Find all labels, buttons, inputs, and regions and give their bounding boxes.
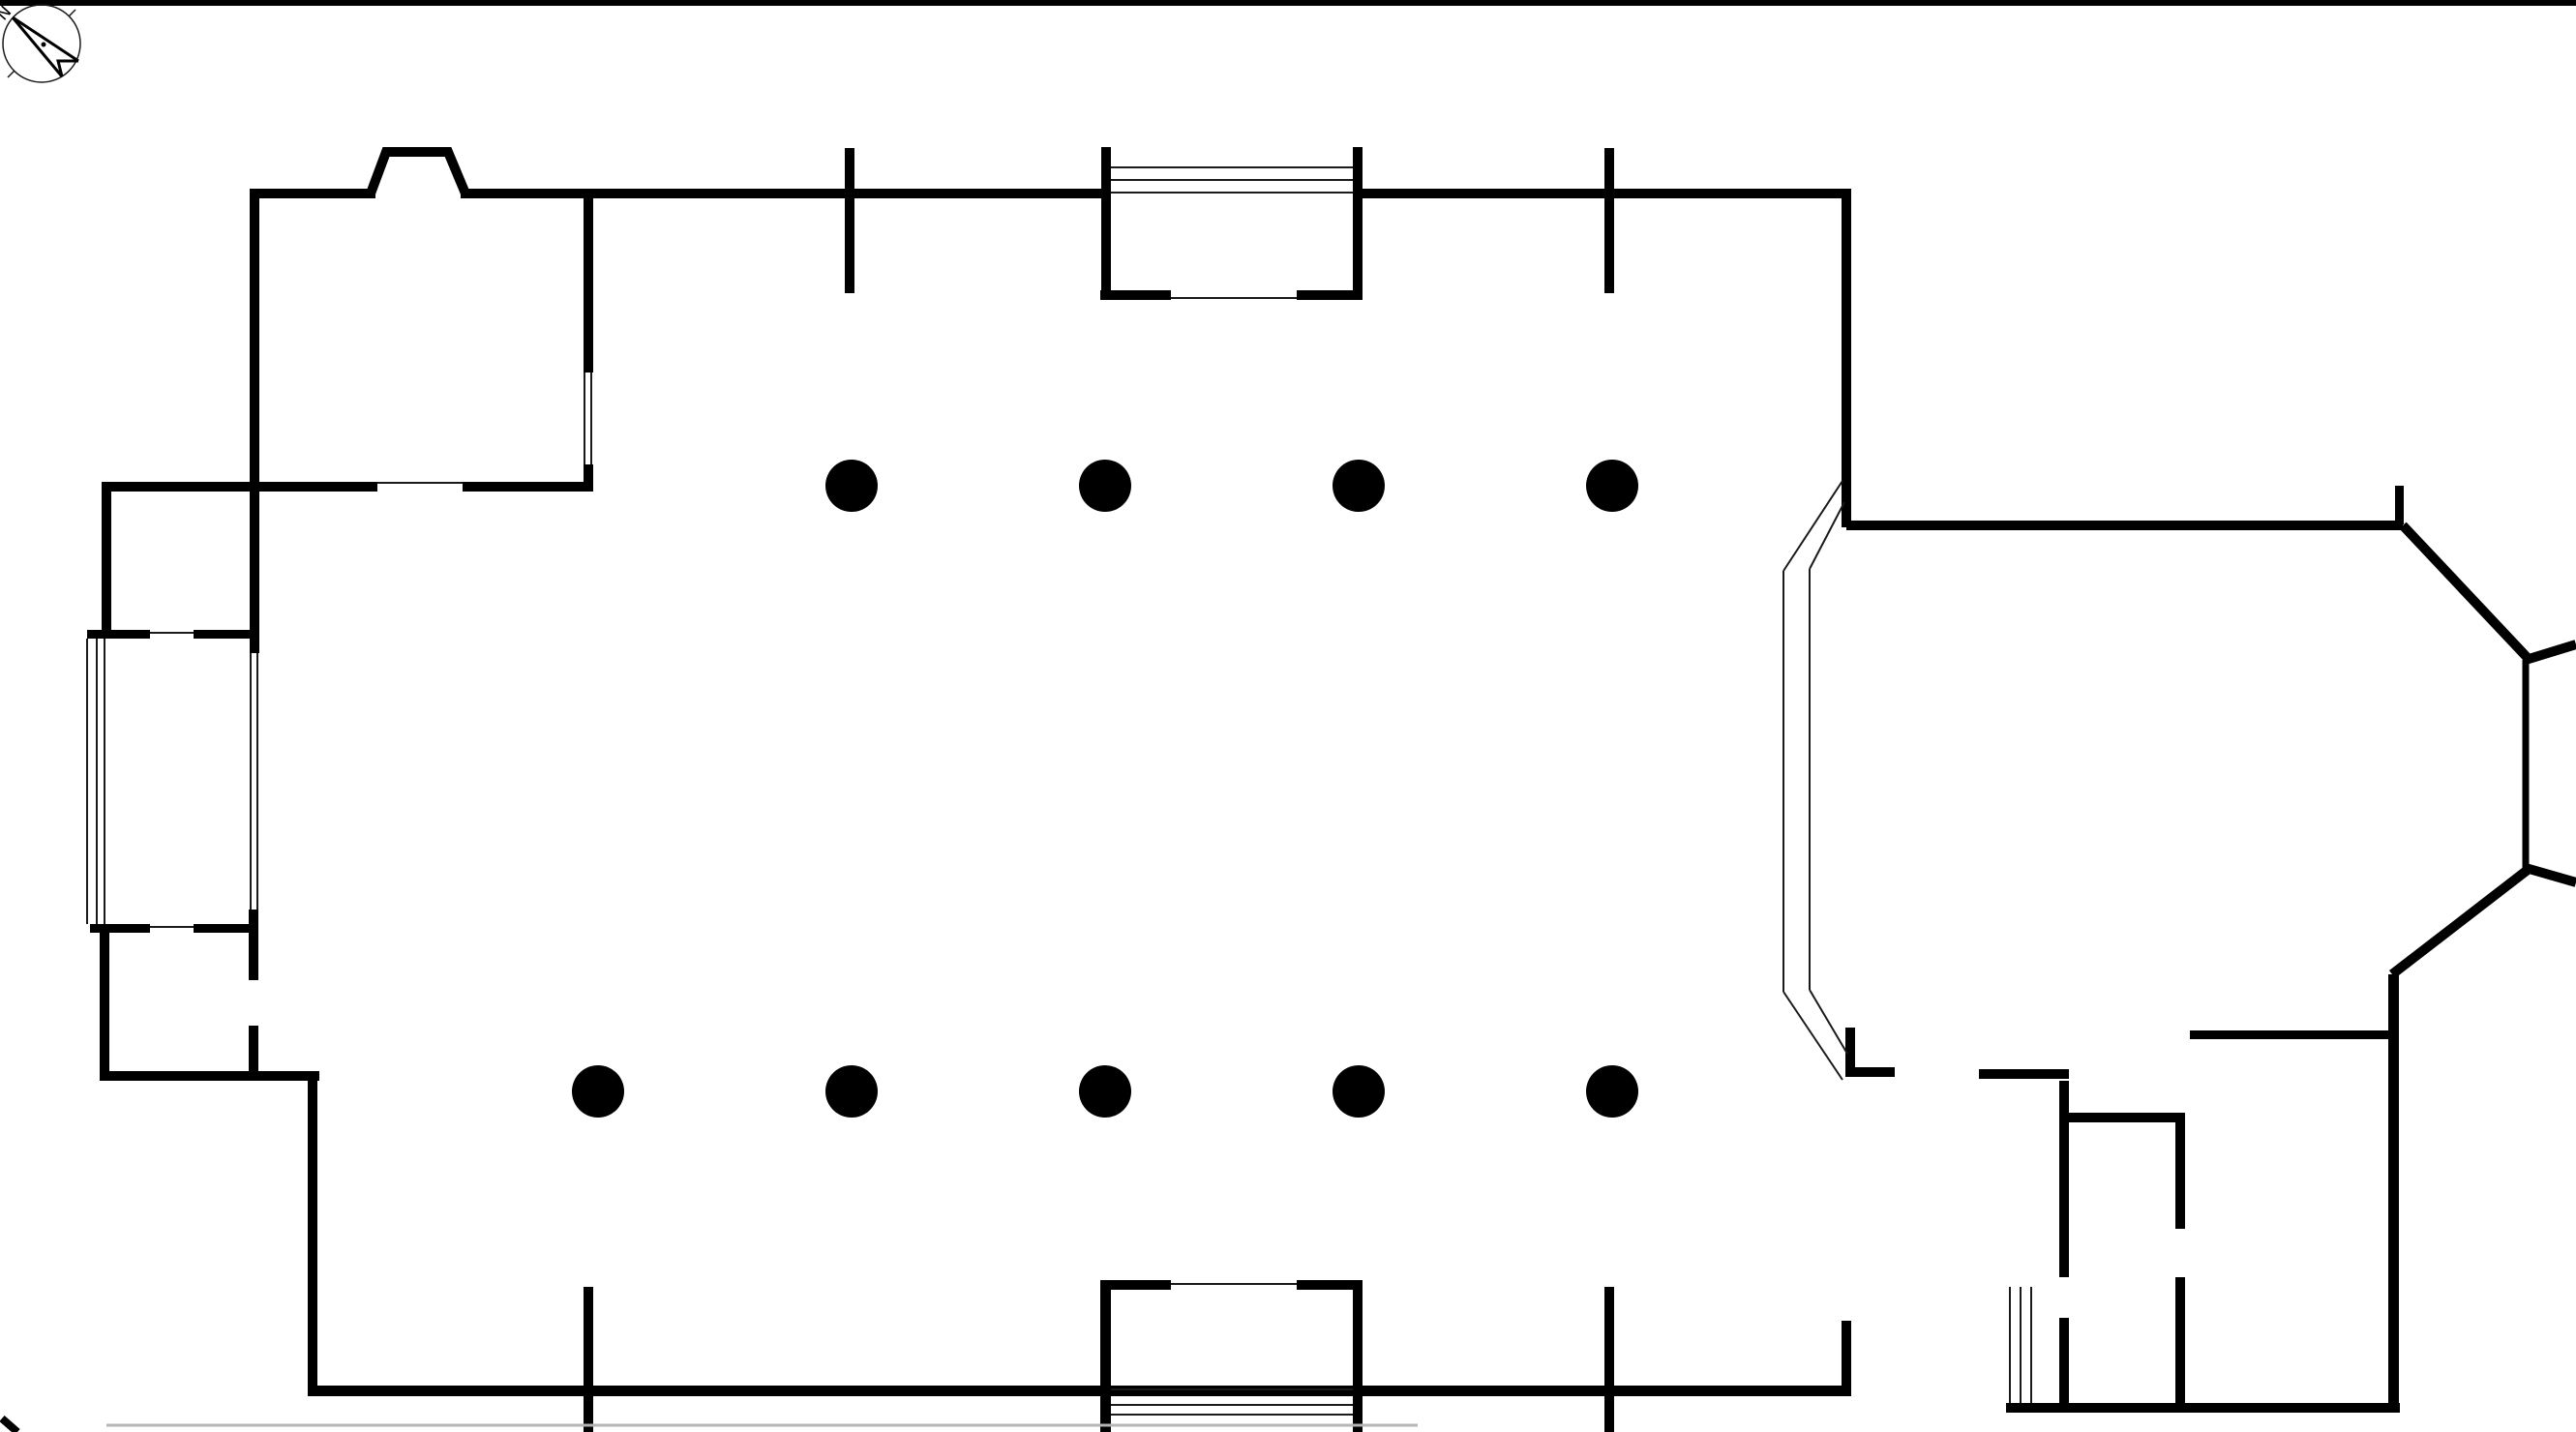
wall-segment bbox=[2190, 1030, 2388, 1039]
wall-segment bbox=[102, 484, 111, 639]
compass-needle-tip bbox=[56, 59, 78, 77]
wall-segment bbox=[87, 630, 150, 639]
wall-segment bbox=[308, 1071, 317, 1396]
wall-segment bbox=[1846, 1067, 1895, 1077]
column-dot bbox=[1079, 460, 1131, 512]
column-dot bbox=[1586, 460, 1638, 512]
column-dot bbox=[1586, 1065, 1638, 1118]
wall-segment bbox=[1604, 148, 1614, 293]
wall-segment bbox=[463, 482, 593, 492]
detail-line bbox=[1809, 501, 1845, 570]
wall-segment bbox=[90, 924, 150, 933]
wall-segment bbox=[194, 630, 255, 639]
column-dot bbox=[1333, 460, 1385, 512]
wall-segment bbox=[1297, 1280, 1363, 1290]
wall-segment bbox=[845, 148, 854, 293]
wall-segment bbox=[100, 1071, 319, 1081]
compass-needle-icon bbox=[11, 16, 64, 77]
wall-segment bbox=[1100, 1282, 1111, 1432]
wall-segment bbox=[1353, 147, 1363, 300]
detail-line bbox=[1782, 480, 1843, 572]
wall-segment bbox=[2388, 974, 2399, 1413]
wall-segment bbox=[100, 924, 109, 1081]
wall-segment bbox=[584, 464, 593, 492]
detail-line bbox=[1809, 989, 1848, 1055]
wall-segment bbox=[250, 189, 375, 198]
porch-outline bbox=[366, 147, 470, 195]
wall-segment bbox=[2059, 1318, 2069, 1408]
wall-segment bbox=[1979, 1069, 2069, 1079]
wall-segment bbox=[1845, 1028, 1855, 1077]
wall-segment bbox=[1358, 189, 1846, 198]
wall-segment bbox=[2068, 1113, 2185, 1122]
compass-needle-icon bbox=[12, 15, 79, 63]
wall-diagonal bbox=[2399, 522, 2531, 662]
wall-segment bbox=[1604, 1287, 1614, 1432]
compass-tick bbox=[68, 9, 76, 17]
wall-segment bbox=[584, 1287, 593, 1432]
wall-segment bbox=[249, 1026, 258, 1072]
column-dot bbox=[1079, 1065, 1131, 1118]
wall-segment bbox=[1297, 290, 1363, 300]
wall-segment bbox=[102, 482, 377, 492]
wall-segment bbox=[0, 0, 2576, 6]
column-dot bbox=[1333, 1065, 1385, 1118]
wall-segment bbox=[461, 189, 1106, 198]
wall-segment bbox=[2175, 1122, 2185, 1229]
wall-diagonal bbox=[2524, 640, 2576, 665]
wall-segment bbox=[2006, 1403, 2400, 1413]
wall-segment bbox=[1100, 1280, 1171, 1290]
compass-tick bbox=[7, 70, 15, 78]
wall-segment bbox=[1353, 1282, 1363, 1432]
wall-segment bbox=[1100, 290, 1171, 300]
wall-diagonal bbox=[2524, 863, 2576, 887]
wall-segment bbox=[584, 196, 593, 373]
wall-segment bbox=[1842, 189, 1851, 527]
compass-circle-icon bbox=[2, 4, 81, 83]
wall-segment bbox=[1846, 521, 2403, 530]
compass-center-dot bbox=[41, 42, 46, 47]
wall-segment bbox=[308, 1386, 1851, 1396]
wall-segment bbox=[194, 924, 258, 933]
wall-diagonal bbox=[0, 1415, 20, 1432]
detail-line bbox=[1782, 991, 1843, 1081]
column-dot bbox=[825, 460, 878, 512]
wall-segment bbox=[1101, 147, 1111, 300]
wall-diagonal bbox=[2388, 866, 2531, 978]
column-dot bbox=[572, 1065, 624, 1118]
wall-segment bbox=[1842, 1321, 1851, 1396]
column-dot bbox=[825, 1065, 878, 1118]
wall-segment bbox=[250, 189, 259, 653]
wall-segment bbox=[2395, 486, 2404, 524]
wall-segment bbox=[249, 910, 258, 980]
wall-segment bbox=[2059, 1081, 2069, 1277]
wall-segment bbox=[2175, 1277, 2185, 1408]
